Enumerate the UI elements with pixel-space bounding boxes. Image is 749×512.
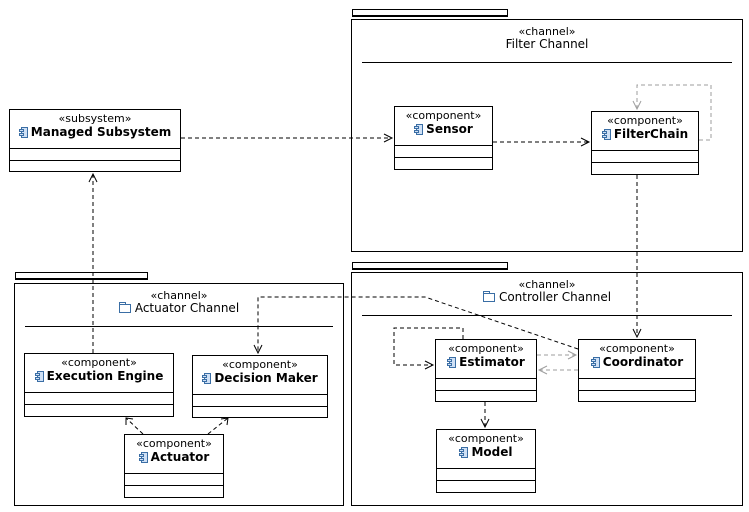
component-name-row: Estimator — [436, 355, 536, 369]
component-stereotype: «component» — [599, 342, 675, 355]
component-icon — [601, 128, 611, 140]
arrowhead — [580, 137, 591, 147]
component-icon — [138, 451, 148, 463]
component-icon — [18, 126, 28, 138]
folder-icon — [482, 291, 495, 302]
component-stereotype: «subsystem» — [58, 112, 132, 125]
component-stereotype: «component» — [405, 109, 482, 122]
component-name-row: Model — [437, 445, 535, 459]
component-decision-maker[interactable]: «component» Decision Maker — [192, 355, 328, 418]
package-tab-actuator-channel — [15, 272, 148, 280]
arrowhead — [537, 365, 548, 375]
component-name: Coordinator — [602, 355, 684, 369]
package-divider — [362, 62, 732, 63]
compartment-divider — [125, 473, 223, 474]
component-name-row: Actuator — [125, 450, 223, 464]
component-name-row: Coordinator — [579, 355, 695, 369]
component-name-row: Decision Maker — [193, 371, 327, 385]
component-name: Decision Maker — [214, 371, 318, 385]
arrowhead — [632, 328, 642, 339]
compartment-divider — [436, 390, 536, 391]
edge-filterchain-self — [636, 84, 712, 141]
compartment-divider — [592, 150, 698, 151]
package-stereotype: «channel» — [150, 289, 208, 302]
component-managed-subsystem[interactable]: «subsystem» Managed Subsystem — [9, 109, 181, 172]
arrowhead — [88, 172, 98, 183]
component-model[interactable]: «component» Model — [436, 429, 536, 493]
compartment-divider — [579, 378, 695, 379]
component-stereotype: «component» — [222, 358, 298, 371]
package-name-row: Actuator Channel — [15, 302, 343, 315]
component-coordinator[interactable]: «component» Coordinator — [578, 339, 696, 402]
component-name: FilterChain — [613, 127, 689, 141]
component-name: Managed Subsystem — [30, 125, 172, 139]
package-tab-controller-channel — [352, 262, 508, 270]
arrowhead — [567, 350, 578, 360]
compartment-divider — [437, 480, 535, 481]
component-icon — [590, 356, 600, 368]
arrowhead — [220, 417, 229, 426]
package-divider — [362, 315, 732, 316]
folder-icon — [118, 302, 131, 313]
package-stereotype: «channel» — [518, 278, 576, 291]
compartment-divider — [592, 162, 698, 163]
compartment-divider — [395, 145, 492, 146]
component-execution-engine[interactable]: «component» Execution Engine — [24, 353, 174, 417]
compartment-divider — [436, 378, 536, 379]
arrowhead — [632, 100, 642, 111]
edge-estimator-self — [393, 327, 464, 366]
package-tab-filter-channel — [352, 9, 508, 17]
compartment-divider — [125, 485, 223, 486]
package-name: Controller Channel — [498, 290, 612, 304]
component-icon — [202, 372, 212, 384]
component-stereotype: «component» — [448, 342, 524, 355]
component-stereotype: «component» — [607, 114, 683, 127]
arrowhead — [383, 133, 394, 143]
component-name-row: Execution Engine — [25, 369, 173, 383]
package-name: Actuator Channel — [134, 301, 240, 315]
arrowhead — [253, 344, 263, 355]
arrowhead — [424, 360, 435, 370]
component-name: Actuator — [150, 450, 210, 464]
component-name: Estimator — [459, 355, 525, 369]
component-name-row: Managed Subsystem — [10, 125, 180, 139]
component-icon — [447, 356, 457, 368]
compartment-divider — [395, 157, 492, 158]
component-estimator[interactable]: «component» Estimator — [435, 339, 537, 402]
component-icon — [459, 446, 469, 458]
component-name-row: FilterChain — [592, 127, 698, 141]
package-name-row: Controller Channel — [352, 291, 742, 304]
component-stereotype: «component» — [136, 437, 212, 450]
package-divider — [25, 326, 333, 327]
package-stereotype: «channel» — [518, 25, 576, 38]
component-stereotype: «component» — [448, 432, 524, 445]
edge-actuator-to-decision — [207, 417, 229, 435]
component-filterchain[interactable]: «component» FilterChain — [591, 111, 699, 175]
component-name: Sensor — [426, 122, 473, 136]
component-icon — [414, 123, 424, 135]
compartment-divider — [10, 160, 180, 161]
component-name: Execution Engine — [46, 369, 164, 383]
arrowhead — [480, 418, 490, 429]
component-icon — [34, 370, 44, 382]
compartment-divider — [10, 148, 180, 149]
component-actuator[interactable]: «component» Actuator — [124, 434, 224, 498]
component-name-row: Sensor — [395, 122, 492, 136]
compartment-divider — [579, 390, 695, 391]
edge-actuator-to-execution — [125, 417, 144, 435]
component-sensor[interactable]: «component» Sensor — [394, 106, 493, 170]
compartment-divider — [25, 404, 173, 405]
package-name: Filter Channel — [505, 37, 589, 51]
edge-coordinator-to-decision — [257, 296, 579, 353]
compartment-divider — [25, 392, 173, 393]
arrowhead — [125, 417, 134, 425]
component-stereotype: «component» — [61, 356, 137, 369]
component-name: Model — [471, 445, 513, 459]
compartment-divider — [437, 468, 535, 469]
compartment-divider — [193, 406, 327, 407]
compartment-divider — [193, 394, 327, 395]
